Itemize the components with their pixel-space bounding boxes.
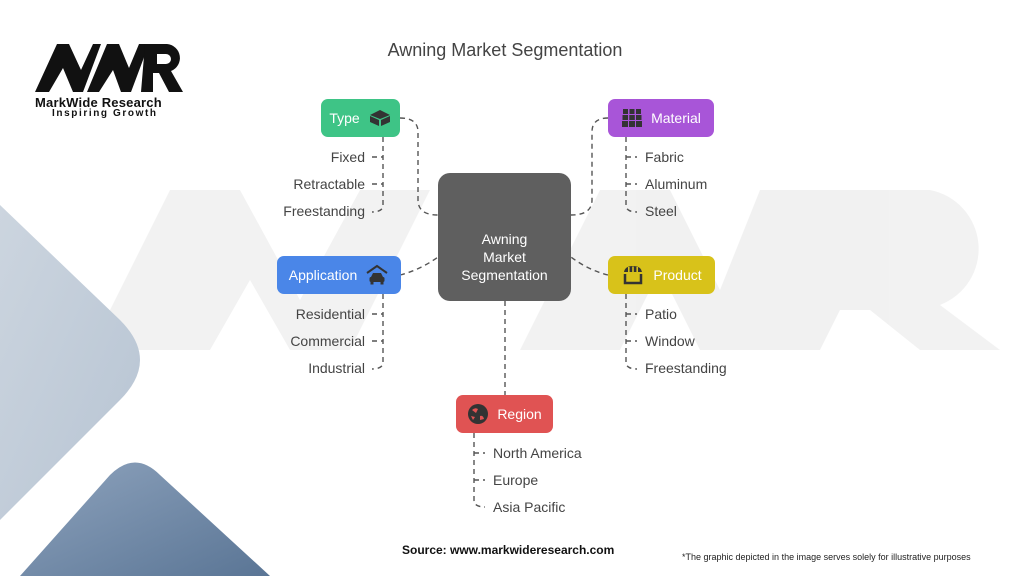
source-text: Source: www.markwideresearch.com xyxy=(402,543,615,557)
product-item-patio: Patio xyxy=(645,306,677,322)
center-label-line: Market xyxy=(483,249,526,265)
globe-icon xyxy=(468,404,489,424)
roof-tiles-icon xyxy=(622,109,643,127)
logo-name: MarkWide Research xyxy=(35,95,162,110)
mwr-logo-icon xyxy=(35,44,183,92)
category-label: Material xyxy=(651,110,701,126)
dark-diamond-shape xyxy=(20,462,270,576)
application-item-commercial: Commercial xyxy=(290,333,365,349)
category-label: Type xyxy=(329,110,360,126)
category-label: Product xyxy=(653,267,702,283)
product-item-window: Window xyxy=(645,333,695,349)
type-item-freestanding: Freestanding xyxy=(283,203,365,219)
type-item-fixed: Fixed xyxy=(330,149,365,165)
product-item-freestanding: Freestanding xyxy=(645,360,727,376)
category-label: Application xyxy=(288,267,358,283)
application-item-industrial: Industrial xyxy=(308,360,365,376)
center-label-line: Segmentation xyxy=(461,267,548,283)
light-diamond-shape xyxy=(0,205,140,520)
category-material: Material xyxy=(608,99,714,137)
region-item-north-america: North America xyxy=(493,445,582,461)
material-item-aluminum: Aluminum xyxy=(645,176,708,192)
category-region: Region xyxy=(456,395,553,433)
material-item-steel: Steel xyxy=(645,203,677,219)
car-garage-icon xyxy=(366,264,388,285)
region-item-europe: Europe xyxy=(493,472,539,488)
diagram-title: Awning Market Segmentation xyxy=(387,40,623,60)
disclaimer-text: *The graphic depicted in the image serve… xyxy=(682,552,971,562)
category-type: Type xyxy=(321,99,400,137)
category-label: Region xyxy=(497,406,542,422)
application-item-residential: Residential xyxy=(295,306,365,322)
material-item-fabric: Fabric xyxy=(645,149,684,165)
category-product: Product xyxy=(608,256,715,294)
center-label-line: Awning xyxy=(481,231,528,247)
category-application: Application xyxy=(277,256,401,294)
box-icon xyxy=(369,110,390,126)
storefront-awning-icon xyxy=(624,266,643,285)
logo-tagline: Inspiring Growth xyxy=(52,108,158,119)
type-item-retractable: Retractable xyxy=(293,176,365,192)
region-item-asia-pacific: Asia Pacific xyxy=(493,499,566,515)
